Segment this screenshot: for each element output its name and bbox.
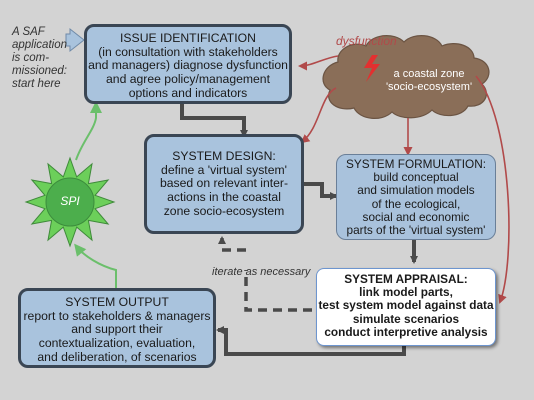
- dysfunction-arrow-to-issue: [298, 55, 339, 71]
- system-output-box: SYSTEM OUTPUT report to stakeholders & m…: [18, 288, 216, 368]
- start-arrow: [65, 27, 85, 53]
- iterate-to-design-arrow: [218, 236, 246, 252]
- spi-label: SPI: [60, 194, 80, 208]
- system-design-box: SYSTEM DESIGN: define a 'virtual system'…: [144, 134, 304, 234]
- cloud-to-design-arrow: [300, 87, 337, 144]
- issue-title: ISSUE IDENTIFICATION: [120, 31, 256, 45]
- iterate-label: iterate as necessary: [212, 266, 311, 278]
- cloud-to-appraisal-arrow: [475, 75, 510, 304]
- spi-to-issue-arrow: [75, 101, 102, 161]
- design-to-formulation-arrow: [304, 182, 338, 200]
- dysfunction-label: dysfunction: [336, 34, 397, 48]
- issue-identification-box: ISSUE IDENTIFICATION (in consultation wi…: [84, 24, 292, 104]
- appraisal-to-output-arrow: [216, 326, 406, 356]
- appraisal-title: SYSTEM APPRAISAL:: [344, 272, 468, 286]
- spi-starburst: [24, 156, 116, 248]
- output-to-spi-arrow: [74, 243, 117, 288]
- iterate-dashed-path: [244, 270, 312, 312]
- coastal-zone-cloud: [322, 35, 490, 119]
- dysfunction-lightning-icon: [364, 55, 380, 82]
- cloud-label: a coastal zone 'socio-ecosystem': [385, 68, 473, 94]
- system-appraisal-box: SYSTEM APPRAISAL: link model parts, test…: [316, 268, 496, 346]
- formulation-title: SYSTEM FORMULATION:: [345, 157, 487, 171]
- issue-to-design-arrow: [180, 104, 248, 138]
- output-title: SYSTEM OUTPUT: [65, 295, 169, 309]
- design-title: SYSTEM DESIGN:: [172, 149, 276, 163]
- system-formulation-box: SYSTEM FORMULATION: build conceptual and…: [336, 154, 496, 240]
- start-note: A SAF application is com- missioned: sta…: [12, 26, 67, 90]
